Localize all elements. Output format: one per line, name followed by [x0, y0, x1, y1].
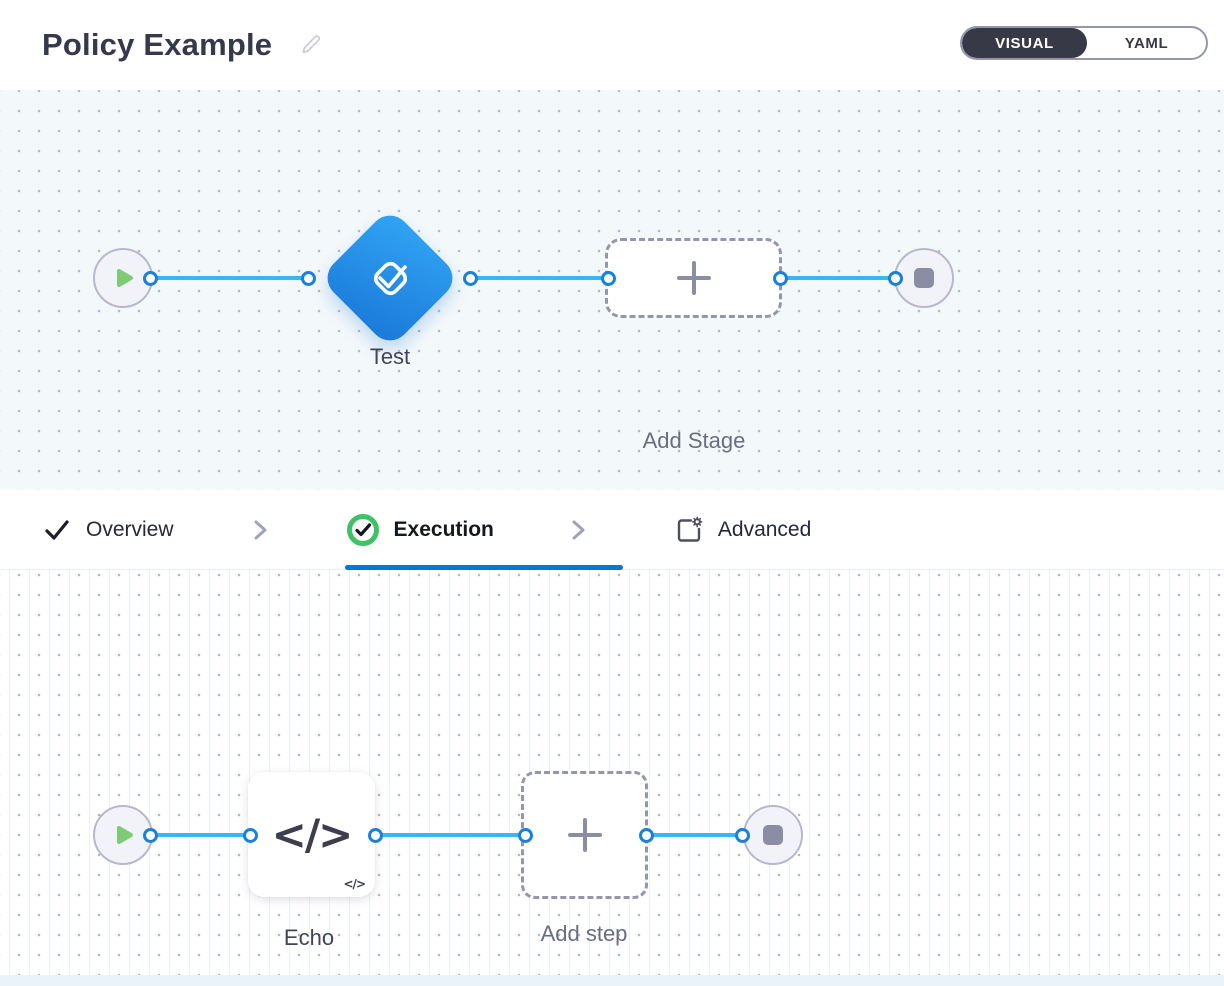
pipeline-end-node — [894, 248, 954, 308]
stage-node-test[interactable] — [319, 207, 461, 349]
chevron-right-icon — [566, 518, 590, 542]
code-icon: </> — [271, 810, 354, 859]
tab-execution[interactable]: Execution — [346, 513, 494, 547]
plus-icon — [676, 261, 711, 295]
connection-point[interactable] — [773, 271, 788, 286]
connector-line — [150, 276, 308, 280]
stop-icon — [914, 268, 934, 288]
step-label: Echo — [283, 925, 335, 950]
step-type-badge: </> — [343, 877, 366, 891]
connection-point[interactable] — [601, 271, 616, 286]
connection-point[interactable] — [463, 271, 478, 286]
connection-point[interactable] — [518, 828, 533, 843]
connection-point[interactable] — [301, 271, 316, 286]
tab-advanced[interactable]: Advanced — [674, 515, 811, 545]
approval-check-icon — [364, 252, 416, 304]
toggle-visual-button[interactable]: VISUAL — [962, 28, 1087, 58]
active-tab-underline — [345, 565, 623, 570]
tab-overview-label: Overview — [86, 517, 174, 541]
chevron-right-icon — [248, 518, 272, 542]
play-icon — [117, 269, 133, 287]
check-circle-icon — [346, 513, 379, 546]
add-stage-label: Add Stage — [642, 428, 746, 453]
edit-pencil-icon[interactable] — [300, 33, 324, 57]
add-step-label: Add step — [540, 921, 628, 946]
connection-point[interactable] — [243, 828, 258, 843]
check-icon — [45, 519, 69, 540]
visual-yaml-toggle: VISUAL YAML — [960, 26, 1208, 60]
toggle-yaml-button[interactable]: YAML — [1124, 34, 1169, 52]
connection-point[interactable] — [735, 828, 750, 843]
connector-line — [780, 276, 895, 280]
add-stage-button[interactable] — [605, 238, 782, 318]
plus-icon — [567, 818, 602, 852]
stop-icon — [763, 825, 783, 845]
tab-advanced-label: Advanced — [717, 517, 812, 541]
connection-point[interactable] — [368, 828, 383, 843]
tab-overview[interactable]: Overview — [42, 515, 174, 545]
play-icon — [117, 826, 133, 844]
stage-graph-canvas[interactable]: Test Add Stage — [0, 90, 1224, 490]
step-graph-canvas[interactable]: </> </> Echo Add step — [0, 570, 1224, 975]
stage-tabbar: Overview Execution Advanced — [0, 490, 1224, 570]
header: Policy Example VISUAL YAML — [0, 0, 1224, 90]
settings-square-icon — [677, 516, 703, 542]
connection-point[interactable] — [143, 271, 158, 286]
step-node-echo[interactable]: </> </> — [248, 772, 375, 897]
steps-end-node — [743, 805, 803, 865]
connection-point[interactable] — [143, 828, 158, 843]
add-step-button[interactable] — [521, 771, 648, 899]
page-title: Policy Example — [42, 27, 273, 62]
connector-line — [646, 833, 742, 837]
next-section-edge — [0, 975, 1224, 986]
connector-line — [375, 833, 525, 837]
connector-line — [150, 833, 250, 837]
stage-label: Test — [369, 344, 411, 369]
tab-execution-label: Execution — [393, 517, 494, 541]
connection-point[interactable] — [888, 271, 903, 286]
connector-line — [470, 276, 608, 280]
connection-point[interactable] — [639, 828, 654, 843]
